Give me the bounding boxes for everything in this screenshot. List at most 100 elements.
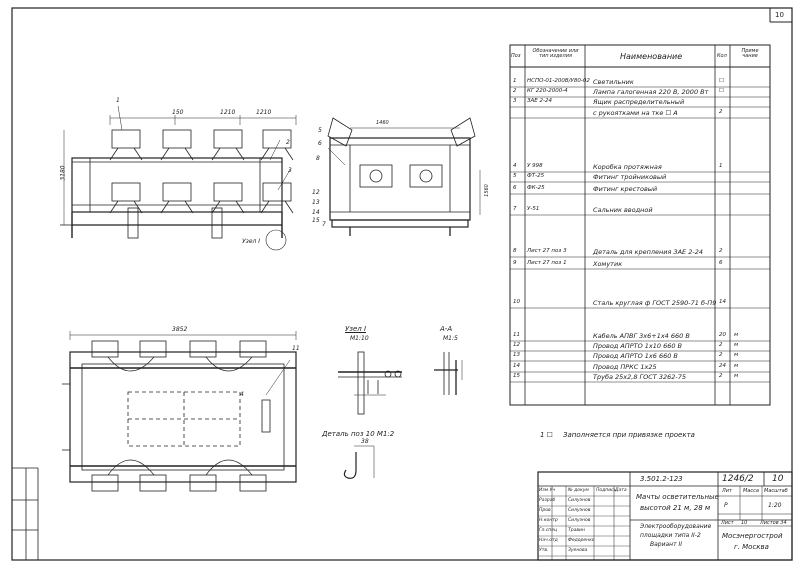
spec-cell-qty: 24: [719, 363, 726, 369]
spec-cell-note: м: [734, 352, 739, 358]
header-note: Приме чание: [741, 48, 759, 59]
spec-cell-name: Провод АПРТО 1х6 660 В: [593, 352, 678, 360]
spec-cell-designation: ФТ-25: [527, 173, 545, 179]
spec-cell-note: м: [734, 373, 739, 379]
scale-label: Масштаб: [764, 488, 788, 494]
spec-cell-note: м: [734, 342, 739, 348]
spec-cell-qty: 2: [719, 342, 723, 348]
section-title: А-А: [440, 325, 453, 333]
callout-7: 7: [322, 221, 326, 228]
subtitle-line-1: Электрооборудование: [640, 523, 712, 530]
spec-cell-pos: 14: [513, 363, 520, 369]
mass-label: Масса: [743, 488, 759, 494]
signer-name: Травин: [568, 528, 585, 533]
signer-name: № докум: [568, 488, 589, 493]
callout-2: 2: [286, 139, 290, 146]
spec-cell-designation: У-51: [527, 206, 540, 212]
plan-dim: 3852: [172, 326, 188, 333]
signer-name: Силуэнов: [568, 498, 591, 503]
plan-view: [62, 331, 297, 492]
signer-name: Силуэнов: [568, 508, 591, 513]
section-dim-2: 1560: [483, 184, 490, 197]
spec-cell-note: м: [734, 363, 739, 369]
spec-cell-pos: 3: [513, 98, 517, 104]
footnote-text: Заполняется при привязке проекта: [563, 431, 695, 439]
sheet-no: 10: [772, 474, 784, 484]
callout-6: 6: [318, 140, 322, 147]
callout-8: 8: [316, 155, 320, 162]
header-qty: Кол: [717, 53, 727, 59]
signer-role: Гл.спец: [539, 528, 558, 533]
signer-name: Силуэнов: [568, 518, 591, 523]
spec-table-row-lines: [510, 86, 770, 383]
spec-cell-designation: ФК-25: [527, 185, 545, 191]
side-view: [327, 117, 481, 236]
detail-pos-10: [343, 445, 375, 479]
spec-cell-name: Фитинг тройниковый: [593, 173, 667, 181]
spec-cell-qty: 14: [719, 299, 726, 305]
spec-cell-name: Фитинг крестовый: [593, 185, 658, 193]
spec-cell-pos: 2: [513, 88, 517, 94]
spec-cell-pos: 9: [513, 260, 517, 266]
spec-cell-qty: 2: [719, 373, 723, 379]
elevation-view: [60, 105, 297, 251]
section-a-a: [434, 352, 463, 395]
callout-11: 11: [292, 345, 300, 352]
sheets-label: Листов 34: [760, 520, 787, 526]
header-name: Наименование: [620, 52, 683, 61]
spec-cell-name: Коробка протяжная: [593, 163, 662, 171]
callout-1: 1: [116, 97, 120, 104]
spec-cell-designation: Лист 27 поз 3: [527, 248, 567, 254]
spec-cell-qty: 2: [719, 352, 723, 358]
callout-13: 13: [312, 199, 320, 206]
spec-cell-designation: НСПО-01-200В/У80-02: [527, 78, 590, 84]
signer-role: Изм Уч: [539, 488, 555, 493]
signer-name: Федоренко: [568, 538, 595, 543]
callout-4: 4: [240, 391, 244, 398]
spec-cell-name: Труба 25х2,8 ГОСТ 3262-75: [593, 373, 686, 381]
section-dim-1: 1460: [376, 120, 389, 126]
signer-name: Зуенова: [568, 548, 588, 553]
header-pos: Поз: [511, 53, 521, 59]
top-dim-2: 1210: [220, 109, 236, 116]
spec-cell-pos: 5: [513, 173, 517, 179]
left-dim: 3180: [59, 165, 67, 181]
spec-cell-pos: 8: [513, 248, 517, 254]
spec-cell-qty: ☐: [719, 88, 724, 94]
header-designation: Обозначение или тип изделия: [532, 48, 579, 59]
sheet-value: 10: [741, 520, 748, 526]
spec-cell-qty: 20: [719, 332, 726, 338]
title-line-1: Мачты осветительные: [636, 493, 719, 501]
spec-cell-qty: 2: [719, 248, 723, 254]
title-line-2: высотой 21 м, 28 м: [640, 504, 711, 512]
node-detail-title: Узел I: [345, 325, 367, 333]
spec-cell-qty: ☐: [719, 78, 724, 84]
top-dim-3: 1210: [256, 109, 272, 116]
spec-cell-name: Ящик распределительный: [593, 98, 685, 106]
spec-cell-pos: 4: [513, 163, 517, 169]
spec-cell-name: с рукоятками на тке ☐ А: [593, 109, 678, 117]
spec-cell-note: м: [734, 332, 739, 338]
sheet-code: 1246/2: [722, 474, 754, 484]
detail-dim: 38: [361, 438, 369, 445]
signer-role: Разраб: [539, 498, 556, 503]
spec-cell-pos: 15: [513, 373, 520, 379]
signer-role: Нач.отд: [539, 538, 558, 543]
section-scale: М1:5: [443, 335, 458, 342]
sheet-label: Лист: [721, 520, 734, 526]
top-dim-1: 150: [172, 109, 184, 116]
org-line-2: г. Москва: [734, 543, 769, 551]
spec-cell-designation: Лист 27 поз 1: [527, 260, 567, 266]
spec-cell-pos: 13: [513, 352, 520, 358]
spec-cell-name: Хомутик: [593, 260, 623, 268]
spec-cell-designation: ЗАЕ 2-24: [527, 98, 552, 104]
callout-5: 5: [318, 127, 322, 134]
subtitle-line-3: Вариант II: [650, 541, 683, 548]
spec-cell-designation: КГ 220-2000-4: [527, 88, 568, 94]
org-line-1: Мосэнергострой: [722, 532, 783, 540]
callout-14: 14: [312, 209, 320, 216]
node-label: Узел I: [242, 238, 261, 245]
spec-cell-name: Провод ПРКС 1х25: [593, 363, 657, 371]
signer-date: Дата: [615, 488, 627, 493]
